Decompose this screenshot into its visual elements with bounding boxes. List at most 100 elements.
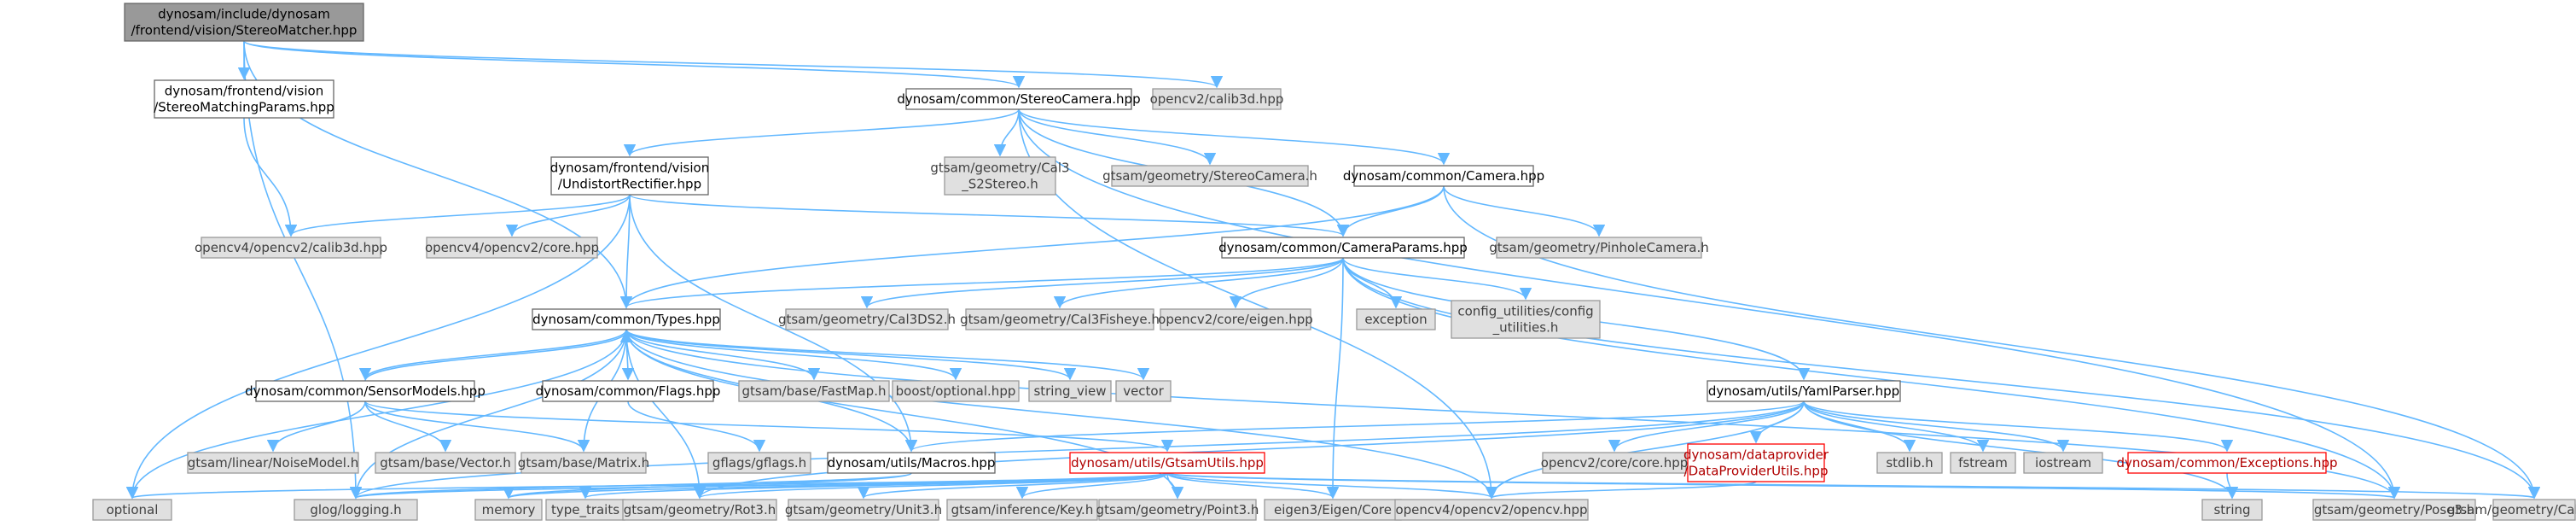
edge-types-to-optional — [125, 329, 627, 500]
node-box — [1356, 308, 1436, 330]
node-iostream: iostream — [2023, 452, 2103, 474]
node-label: memory — [482, 502, 536, 517]
node-box — [1707, 380, 1901, 402]
node-label: dynosam/dataprovider — [1683, 447, 1829, 463]
node-box — [2127, 452, 2327, 474]
node-label: glog/logging.h — [310, 502, 401, 517]
node-yaml[interactable]: dynosam/utils/YamlParser.hpp — [1707, 380, 1901, 402]
node-label: opencv2/core/core.hpp — [1541, 455, 1689, 471]
node-label: type_traits — [551, 502, 619, 518]
node-label: gtsam/geometry/PinholeCamera.h — [1489, 240, 1708, 255]
node-camparams[interactable]: dynosam/common/CameraParams.hpp — [1218, 237, 1468, 259]
node-label: gtsam/geometry/Unit3.h — [785, 502, 942, 517]
node-label: boost/optional.hpp — [896, 383, 1016, 399]
node-label: vector — [1123, 383, 1164, 399]
node-smp[interactable]: dynosam/frontend/vision/StereoMatchingPa… — [154, 79, 334, 119]
node-label: dynosam/frontend/vision — [165, 84, 323, 99]
node-label: optional — [107, 502, 159, 517]
edge-dataprov-to-cv4opencv — [1486, 481, 1757, 500]
node-glog: glog/logging.h — [294, 499, 418, 521]
node-label: dynosam/utils/Macros.hpp — [828, 455, 996, 471]
node-string: string — [2201, 499, 2263, 521]
node-box — [520, 452, 647, 474]
node-label: gtsam/geometry/Rot3.h — [624, 502, 776, 517]
edge-types-to-rot3 — [625, 329, 707, 500]
node-types[interactable]: dynosam/common/Types.hpp — [532, 308, 721, 330]
node-box — [1542, 452, 1687, 474]
node-eigencore: eigen3/Eigen/Core — [1264, 499, 1402, 521]
edge-macros-to-memory — [503, 472, 912, 500]
node-gvector: gtsam/base/Vector.h — [375, 452, 516, 474]
node-undist[interactable]: dynosam/frontend/vision/UndistortRectifi… — [550, 156, 709, 196]
node-sensormodels[interactable]: dynosam/common/SensorModels.hpp — [245, 380, 486, 402]
edge-camparams-to-coreeigen — [1229, 257, 1344, 309]
dependency-nodes: dynosam/include/dynosam/frontend/vision/… — [92, 3, 2576, 521]
edge-yaml-to-macros — [905, 400, 1805, 453]
node-label: opencv2/core/eigen.hpp — [1158, 312, 1313, 327]
edge-gtsamutils-to-glog — [350, 472, 1168, 500]
node-configutil: config_utilities/config_utilities.h — [1451, 300, 1601, 339]
node-cal3ds2: gtsam/geometry/Cal3DS2.h — [778, 308, 956, 330]
node-cal3fish: gtsam/geometry/Cal3Fisheye.h — [960, 308, 1160, 330]
node-label: iostream — [2035, 455, 2091, 471]
node-label: opencv4/opencv2/core.hpp — [425, 240, 599, 255]
node-box — [545, 499, 625, 521]
node-label: gtsam/geometry/Cal3Fisheye.h — [960, 312, 1160, 327]
edge-sensormodels-to-types — [364, 330, 633, 382]
edge-undist-to-macros — [629, 194, 918, 453]
node-label: config_utilities/config — [1457, 304, 1593, 320]
node-box — [375, 452, 516, 474]
node-exceptions[interactable]: dynosam/common/Exceptions.hpp — [2116, 452, 2338, 474]
node-box — [1687, 443, 1825, 482]
node-fstream: fstream — [1950, 452, 2016, 474]
node-flags[interactable]: dynosam/common/Flags.hpp — [536, 380, 721, 402]
node-macros[interactable]: dynosam/utils/Macros.hpp — [827, 452, 996, 474]
node-gflags: gflags/gflags.h — [707, 452, 811, 474]
node-label: dynosam/frontend/vision — [550, 161, 709, 176]
edge-camera-to-pinhole — [1443, 185, 1606, 237]
node-box — [154, 79, 334, 119]
node-box — [788, 499, 939, 521]
edge-camparams-to-types — [620, 257, 1344, 309]
node-root[interactable]: dynosam/include/dynosam/frontend/vision/… — [124, 3, 364, 42]
node-unit3: gtsam/geometry/Unit3.h — [785, 499, 942, 521]
node-box — [1221, 237, 1465, 259]
edge-undist-to-optional — [125, 194, 631, 500]
node-camera[interactable]: dynosam/common/Camera.hpp — [1343, 165, 1544, 187]
edge-stereocam-to-pose3 — [1018, 108, 2401, 500]
node-stdlib: stdlib.h — [1876, 452, 1943, 474]
edge-sensormodels-to-gvector — [364, 400, 452, 453]
node-box — [187, 452, 359, 474]
node-label: gtsam/inference/Key.h — [951, 502, 1094, 517]
node-cv4opencv: opencv4/opencv2/opencv.hpp — [1394, 499, 1589, 521]
node-dataprov[interactable]: dynosam/dataprovider/DataProviderUtils.h… — [1683, 443, 1829, 482]
node-label: dynosam/common/Types.hpp — [532, 312, 720, 327]
edge-yaml-to-exceptions — [1803, 400, 2233, 453]
node-box — [944, 156, 1056, 196]
node-fastmap: gtsam/base/FastMap.h — [738, 380, 890, 402]
node-box — [2023, 452, 2103, 474]
node-label: gtsam/base/FastMap.h — [742, 383, 887, 399]
dependency-edges — [125, 40, 2541, 500]
node-coreeigen: opencv2/core/eigen.hpp — [1158, 308, 1313, 330]
edge-root-to-stereocam — [243, 40, 1025, 89]
node-box — [1069, 452, 1265, 474]
node-box — [1098, 499, 1257, 521]
node-label: gtsam/geometry/Cal3_S2.h — [2447, 502, 2576, 518]
node-label: gtsam/geometry/Cal3DS2.h — [778, 312, 956, 327]
node-box — [785, 308, 949, 330]
node-box — [946, 499, 1098, 521]
node-stereocam[interactable]: dynosam/common/StereoCamera.hpp — [897, 88, 1141, 110]
node-box — [707, 452, 811, 474]
edge-stereocam-to-undist — [624, 108, 1020, 157]
node-box — [2312, 499, 2476, 521]
node-label: eigen3/Eigen/Core — [1274, 502, 1392, 517]
node-label: gtsam/linear/NoiseModel.h — [188, 455, 358, 471]
node-box — [124, 3, 364, 42]
node-label: dynosam/common/CameraParams.hpp — [1218, 240, 1468, 255]
node-gtsamutils[interactable]: dynosam/utils/GtsamUtils.hpp — [1069, 452, 1265, 474]
node-label: string_view — [1033, 383, 1106, 400]
node-gmatrix: gtsam/base/Matrix.h — [518, 452, 649, 474]
node-label: gtsam/base/Vector.h — [380, 455, 511, 471]
